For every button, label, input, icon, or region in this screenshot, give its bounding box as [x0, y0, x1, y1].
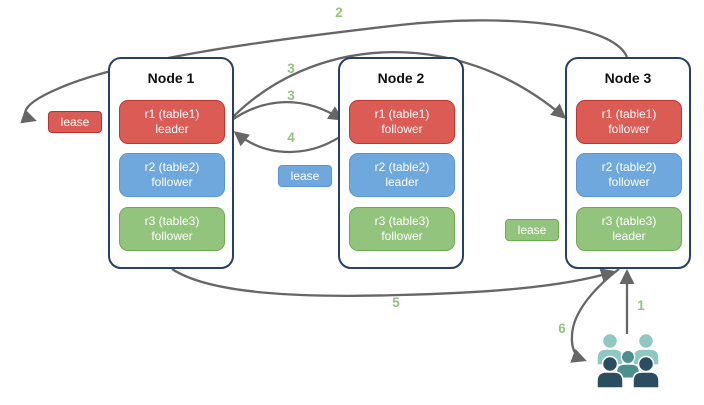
arrow-step-4-ack-to-leader	[233, 131, 348, 154]
replica-range: r2 (table2)	[601, 160, 657, 174]
step-label-6: 6	[558, 321, 566, 336]
replica-range: r2 (table2)	[144, 160, 200, 174]
node-3: Node 3 r1 (table1) follower r2 (table2) …	[565, 57, 691, 269]
step-label-3a: 3	[287, 61, 295, 76]
replica-range: r1 (table1)	[374, 107, 430, 121]
lease-badge-table3: lease	[505, 219, 559, 241]
replica-role: follower	[151, 229, 193, 243]
replica-range: r3 (table3)	[601, 214, 657, 228]
replica-range: r1 (table1)	[601, 107, 657, 121]
node-1-replica-r2: r2 (table2) follower	[119, 153, 225, 197]
lease-badge-table2: lease	[278, 165, 332, 187]
arrow-step-5-node1-to-node3	[171, 268, 616, 298]
step-label-1: 1	[637, 298, 645, 313]
arrow-step-2-lease-transfer	[20, 19, 629, 124]
node-1-title: Node 1	[147, 70, 195, 86]
replica-range: r3 (table3)	[144, 214, 200, 228]
replica-role: follower	[608, 122, 650, 136]
users-group-icon	[596, 332, 660, 389]
replica-role: leader	[385, 175, 419, 189]
arrow-step-3-replicate-to-node3	[228, 50, 567, 122]
step-label-2: 2	[335, 5, 343, 20]
node-1-replica-r1: r1 (table1) leader	[119, 100, 225, 144]
step-label-3b: 3	[287, 88, 295, 103]
node-3-replica-r3: r3 (table3) leader	[576, 207, 682, 251]
node-2-replica-r3: r3 (table3) follower	[349, 207, 455, 251]
node-2-replica-r1: r1 (table1) follower	[349, 100, 455, 144]
replica-role: follower	[608, 175, 650, 189]
step-label-4: 4	[287, 130, 295, 145]
replica-role: leader	[155, 122, 189, 136]
replica-role: follower	[381, 122, 423, 136]
arrow-step-3-replicate-to-node2	[228, 100, 344, 123]
lease-badge-table1: lease	[48, 111, 102, 133]
replica-range: r1 (table1)	[144, 107, 200, 121]
node-1-replica-r3: r3 (table3) follower	[119, 207, 225, 251]
step-label-5: 5	[392, 295, 400, 310]
node-3-replica-r1: r1 (table1) follower	[576, 100, 682, 144]
replica-range: r2 (table2)	[374, 160, 430, 174]
arrow-step-6-node3-to-users	[570, 268, 620, 363]
node-1: Node 1 r1 (table1) leader r2 (table2) fo…	[108, 57, 234, 269]
node-2: Node 2 r1 (table1) follower r2 (table2) …	[338, 57, 464, 269]
replica-role: leader	[612, 229, 646, 243]
replica-role: follower	[381, 229, 423, 243]
replica-range: r3 (table3)	[374, 214, 430, 228]
node-3-replica-r2: r2 (table2) follower	[576, 153, 682, 197]
node-3-title: Node 3	[604, 70, 652, 86]
replica-role: follower	[151, 175, 193, 189]
node-2-title: Node 2	[377, 70, 425, 86]
node-2-replica-r2: r2 (table2) leader	[349, 153, 455, 197]
